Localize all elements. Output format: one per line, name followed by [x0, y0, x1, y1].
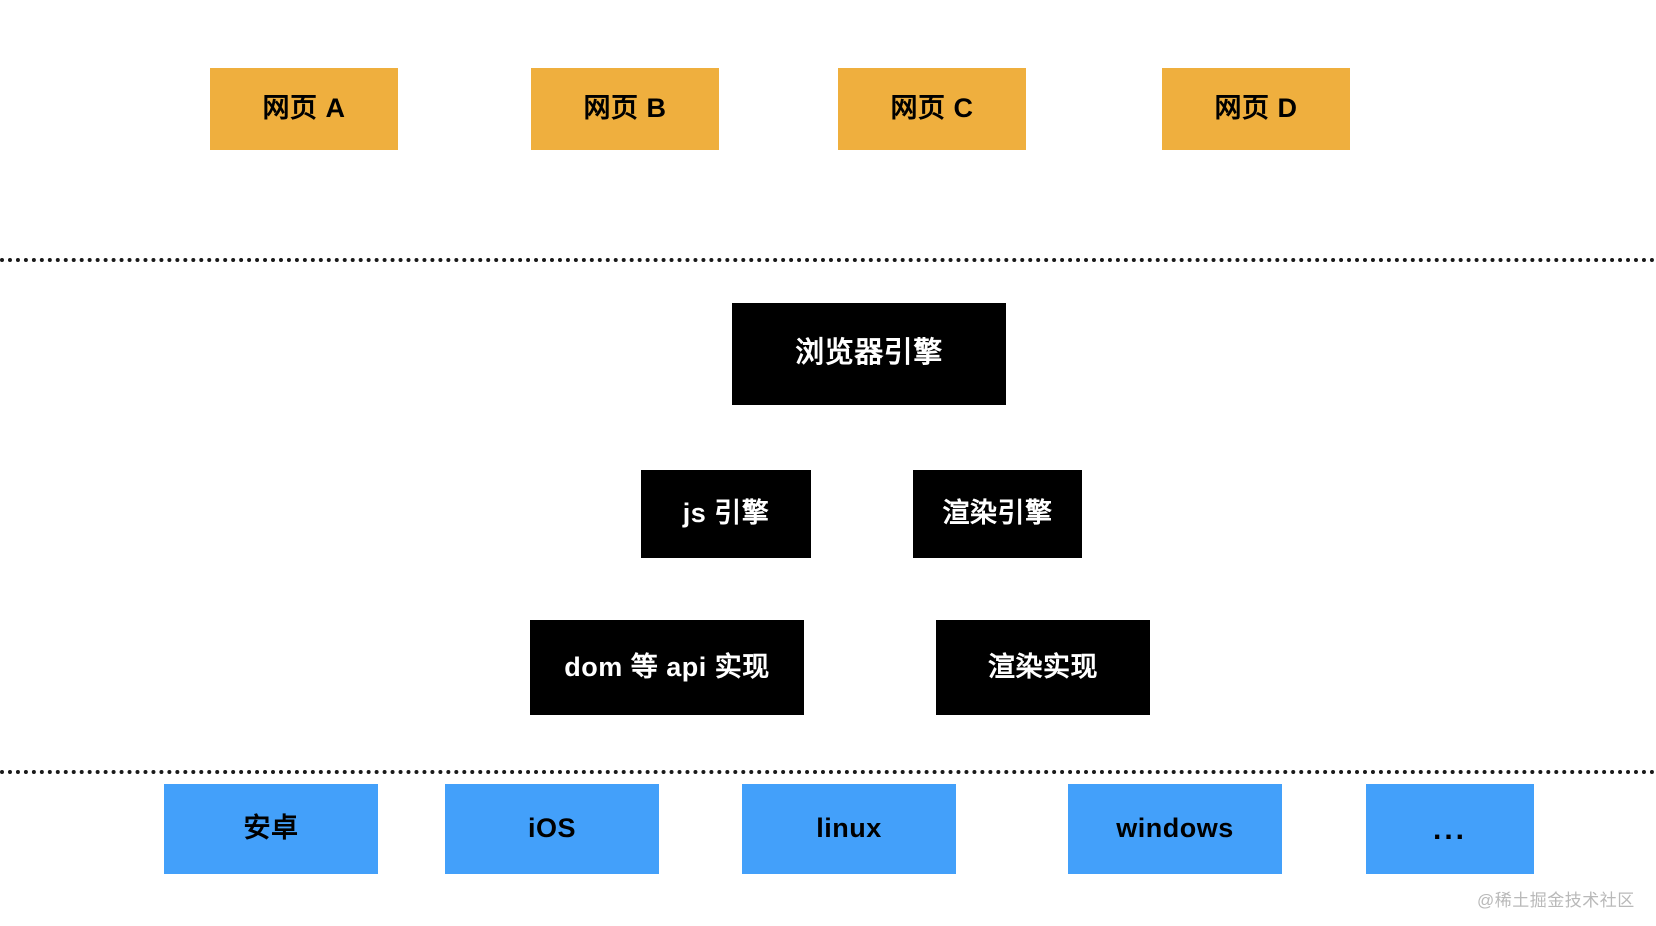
divider-engine-os [0, 770, 1656, 774]
page-box-a: 网页 A [210, 68, 398, 150]
page-box-d: 网页 D [1162, 68, 1350, 150]
render-impl-box: 渲染实现 [936, 620, 1150, 715]
render-engine-box: 渲染引擎 [913, 470, 1082, 558]
os-box-linux: linux [742, 784, 956, 874]
browser-engine-box: 浏览器引擎 [732, 303, 1006, 405]
os-box-ios: iOS [445, 784, 659, 874]
watermark: @稀土掘金技术社区 [1477, 891, 1635, 910]
page-box-c: 网页 C [838, 68, 1026, 150]
divider-pages-engine [0, 258, 1656, 262]
js-engine-box: js 引擎 [641, 470, 811, 558]
os-box-more: ... [1366, 784, 1534, 874]
os-box-windows: windows [1068, 784, 1282, 874]
os-box-android: 安卓 [164, 784, 378, 874]
page-box-b: 网页 B [531, 68, 719, 150]
dom-api-impl-box: dom 等 api 实现 [530, 620, 804, 715]
